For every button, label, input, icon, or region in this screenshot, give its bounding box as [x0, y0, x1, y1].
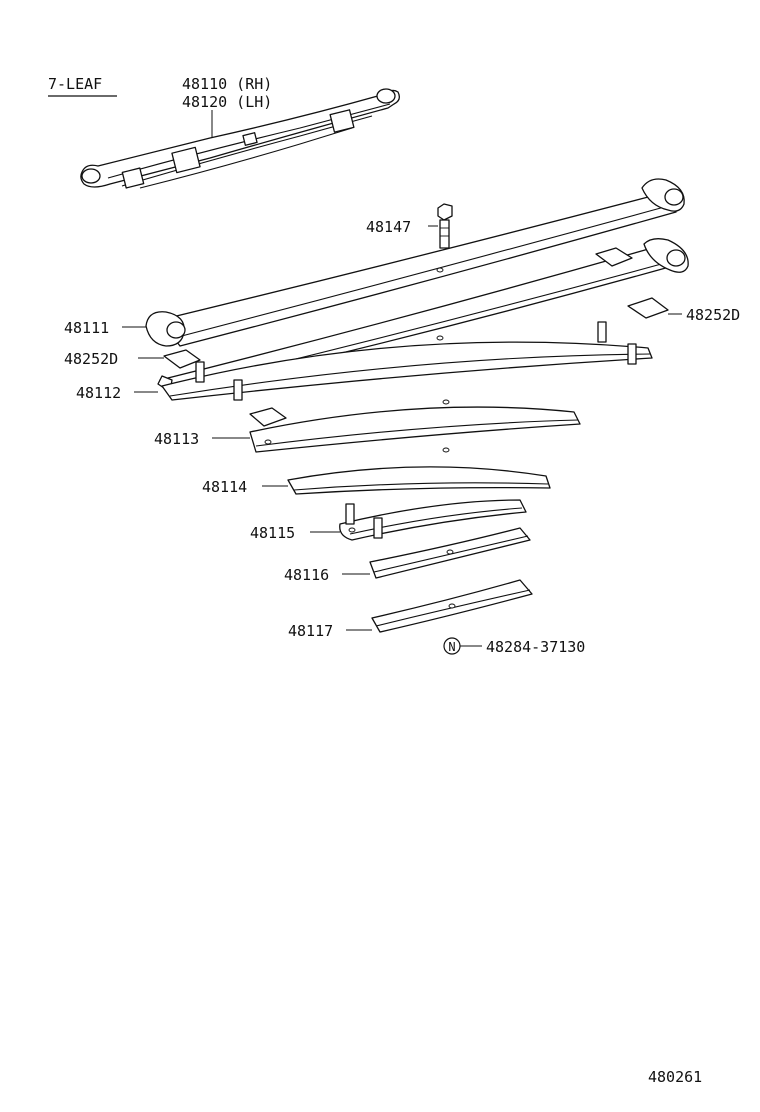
leaf-with-clips: [161, 321, 653, 405]
assembled-spring-illustration: [80, 88, 400, 189]
center-bolt-48147: [437, 203, 453, 249]
pad-upper: [595, 247, 633, 267]
leaf5-label: 48115: [250, 524, 295, 542]
note-part-number: 48284-37130: [486, 638, 585, 656]
assembly-lh-label: 48120 (LH): [182, 93, 272, 111]
diagram-id: 480261: [648, 1068, 702, 1086]
seven-leaf-label: 7-LEAF: [48, 75, 102, 93]
leaf1-label: 48111: [64, 319, 109, 337]
leaf3-label: 48113: [154, 430, 199, 448]
leaf-48115: [339, 499, 527, 541]
bolt-label: 48147: [366, 218, 411, 236]
pad-48252D-left: [163, 349, 201, 369]
leaf-48111: [145, 178, 685, 347]
pad-48252D-right: [627, 297, 669, 319]
pad-right-label: 48252D: [686, 306, 740, 324]
assembly-rh-label: 48110 (RH): [182, 75, 272, 93]
leaf7-label: 48117: [288, 622, 333, 640]
pad-mid: [249, 407, 287, 427]
leaf2-label: 48112: [76, 384, 121, 402]
leaf4-label: 48114: [202, 478, 247, 496]
pad-left-label: 48252D: [64, 350, 118, 368]
leaf-48117: [371, 579, 533, 633]
leaf-48114: [287, 466, 551, 495]
leaf-48116: [369, 527, 531, 579]
leaf-48113: [249, 406, 581, 453]
note-symbol: N: [448, 640, 455, 654]
leaf6-label: 48116: [284, 566, 329, 584]
